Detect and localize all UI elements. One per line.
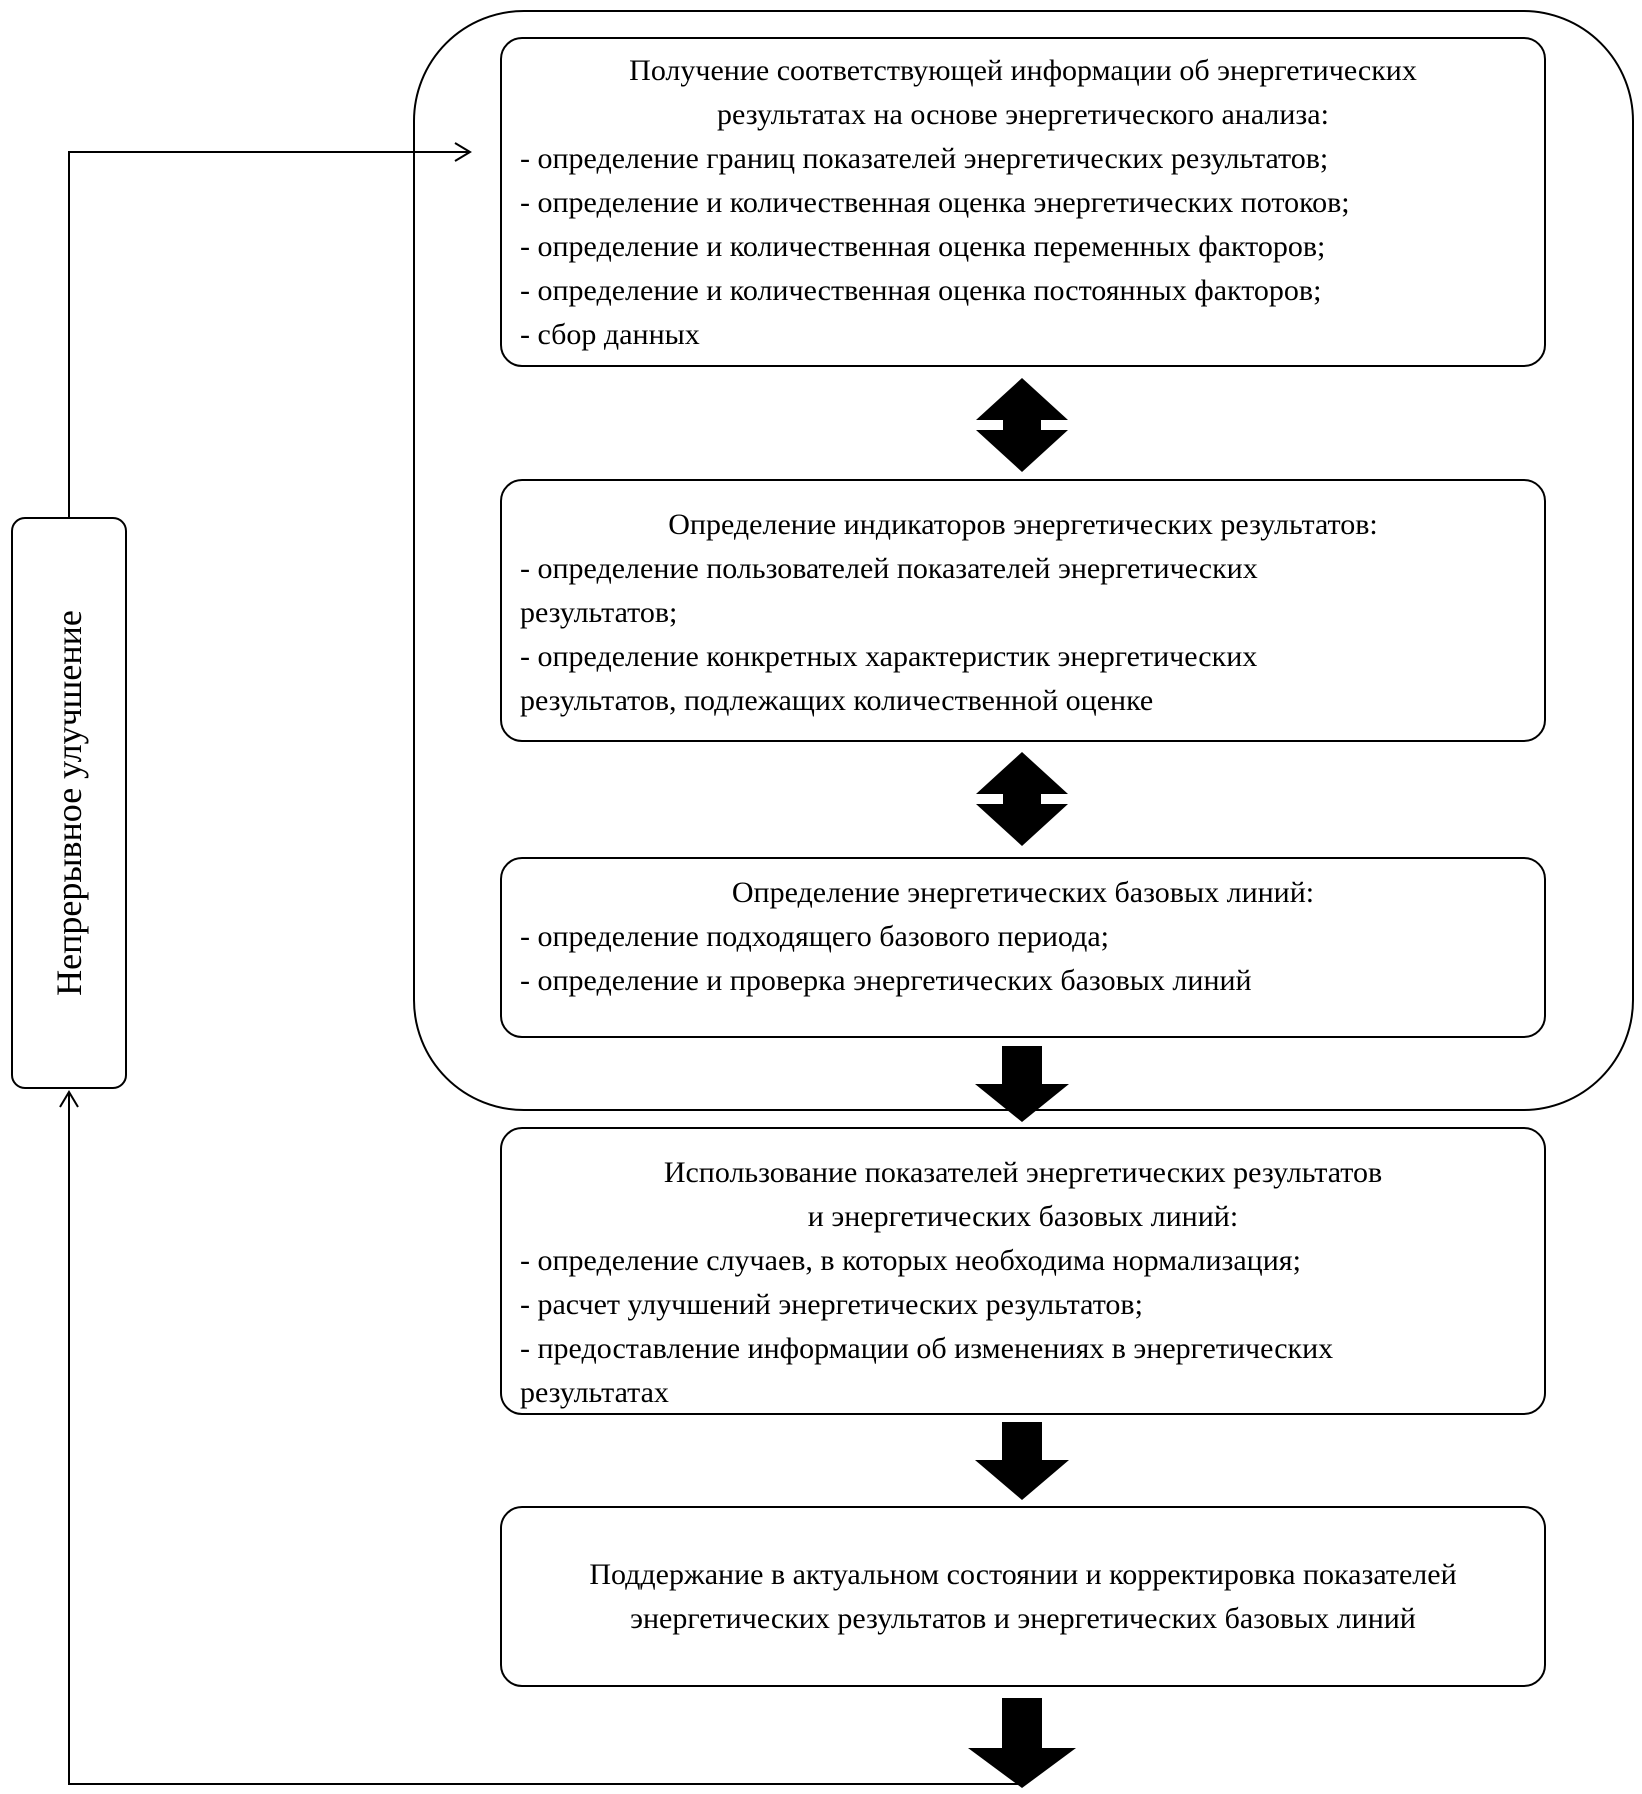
indicators-box: Определение индикаторов энергетических р… <box>500 479 1546 742</box>
list-item: - определение и проверка энергетических … <box>520 964 1252 997</box>
double-arrow-2 <box>976 752 1068 846</box>
box-text: Поддержание в актуальном состоянии и кор… <box>589 1557 1457 1635</box>
list-item: результатов; <box>520 596 678 629</box>
box-items: - определение пользователей показателей … <box>520 547 1526 723</box>
list-item: - определение и количественная оценка по… <box>520 274 1322 307</box>
list-item: - определение границ показателей энергет… <box>520 142 1329 175</box>
feedback-arrowhead-up <box>59 1090 79 1108</box>
list-item: - определение конкретных характеристик э… <box>520 640 1258 673</box>
box-title: Получение соответствующей информации об … <box>629 54 1417 131</box>
double-arrow-1 <box>976 378 1068 472</box>
arrow-down-shape <box>976 804 1068 846</box>
list-item: результатах <box>520 1376 669 1409</box>
list-item: - определение случаев, в которых необход… <box>520 1244 1301 1277</box>
continuous-improvement-box <box>11 517 127 1089</box>
arrow-up-shape <box>976 378 1068 420</box>
usage-box: Использование показателей энергетических… <box>500 1127 1546 1415</box>
box-title: Использование показателей энергетических… <box>663 1156 1383 1233</box>
down-arrow-1 <box>975 1046 1069 1122</box>
continuous-improvement-label: Непрерывное улучшение <box>49 610 89 996</box>
list-item: - определение подходящего базового перио… <box>520 920 1109 953</box>
box-items: - определение подходящего базового перио… <box>520 915 1526 1003</box>
list-item: - определение и количественная оценка эн… <box>520 186 1350 219</box>
box-items: - определение границ показателей энергет… <box>520 137 1526 357</box>
list-item: - определение пользователей показателей … <box>520 552 1258 585</box>
arrow-up-shape <box>976 752 1068 794</box>
box-title: Определение индикаторов энергетических р… <box>668 508 1378 541</box>
list-item: результатов, подлежащих количественной о… <box>520 684 1154 717</box>
down-arrow-3 <box>968 1698 1076 1788</box>
maintenance-box: Поддержание в актуальном состоянии и кор… <box>500 1506 1546 1687</box>
feedback-line <box>68 1092 1022 1785</box>
arrow-down-shape <box>976 430 1068 472</box>
box-title: Определение энергетических базовых линий… <box>731 876 1315 909</box>
return-line <box>68 151 470 517</box>
list-item: - расчет улучшений энергетических резуль… <box>520 1288 1143 1321</box>
down-arrow-2 <box>975 1422 1069 1500</box>
baselines-box: Определение энергетических базовых линий… <box>500 857 1546 1038</box>
energy-info-box: Получение соответствующей информации об … <box>500 37 1546 367</box>
list-item: - определение и количественная оценка пе… <box>520 230 1326 263</box>
box-items: - определение случаев, в которых необход… <box>520 1239 1526 1415</box>
list-item: - сбор данных <box>520 318 700 351</box>
list-item: - предоставление информации об изменения… <box>520 1332 1334 1365</box>
return-arrowhead-right <box>454 142 472 162</box>
